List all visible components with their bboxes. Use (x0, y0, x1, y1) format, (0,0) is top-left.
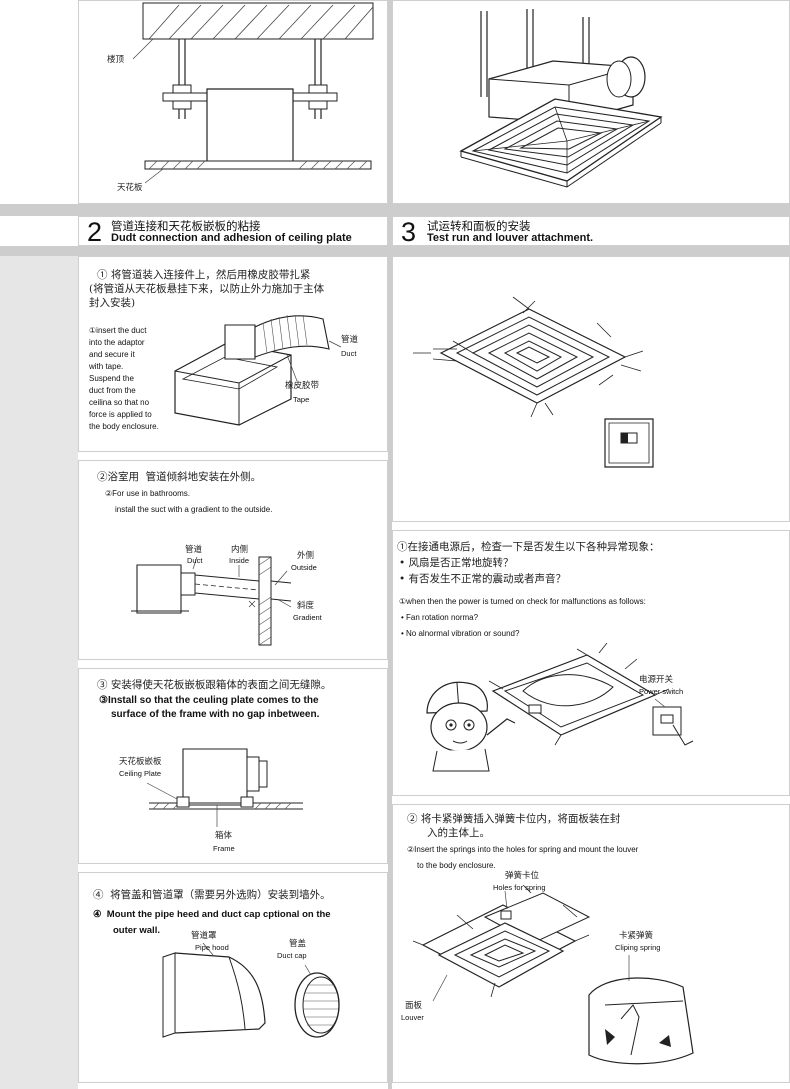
label-louver-cn: 面板 (405, 1001, 423, 1011)
springs-instruction-cn-1: ② 将卡紧弹簧插入弹簧卡位内，将面板装在封 (407, 813, 621, 825)
louver-test-panel (392, 256, 790, 522)
label-outside-cn: 外侧 (297, 551, 315, 561)
springs-panel: ② 将卡紧弹簧插入弹簧卡位内，将面板装在封 入的主体上。 ②Insert the… (392, 804, 790, 1083)
power-check-panel: ①在接通电源后，检查一下是否发生以下各种异常现象： • 风扇是否正常地旋转？ •… (392, 530, 790, 796)
duct-en-line: duct from the (89, 386, 136, 395)
label-plate-en: Ceiling Plate (119, 769, 162, 778)
check-instruction-en-2: • Fan rotation norma? (401, 613, 479, 622)
duct-en-line: into the adaptor (89, 338, 145, 347)
label-duct-cn: 管道 (341, 335, 359, 345)
louver-switch-illustration (393, 257, 790, 523)
springs-instruction-en-1: ②Insert the springs into the holes for s… (407, 845, 639, 854)
duct-instruction-cn-2: (将管道从天花板悬挂下来，以防止外力施加于主体 (89, 283, 325, 295)
label-tape-en: Tape (293, 395, 310, 404)
step3-title-cn: 试运转和面板的安装 (427, 219, 531, 233)
hood-instruction-en-1: ④ Mount the pipe heed and duct cap cptio… (93, 909, 331, 920)
springs-instruction-en-2: to the body enclosure. (417, 861, 496, 870)
duct-tape-illustration (79, 257, 389, 453)
duct-en-line: force is applied to (89, 410, 152, 419)
pipe-hood-illustration (79, 873, 389, 1084)
label-duct-en: Duct (341, 349, 357, 358)
label-ceiling-top: 楼顶 (107, 55, 125, 65)
label-clip-en: Cliping spring (615, 943, 661, 952)
step2-number: 2 (87, 217, 103, 247)
step2-title-cn: 管道连接和天花板嵌板的粘接 (111, 219, 261, 233)
duct-instruction-cn-3: 封入安装) (89, 297, 136, 309)
duct-en-line: ceilina so that no (89, 398, 150, 407)
label-hood-en: Pipe hood (195, 943, 229, 952)
label-bath-duct-en: Duct (187, 556, 203, 565)
label-outside-en: Outside (291, 563, 317, 572)
duct-connection-panel: ① 将管道装入连接件上，然后用橡皮胶带扎紧 (将管道从天花板悬挂下来，以防止外力… (78, 256, 388, 452)
hood-instruction-cn: ④ 将管盖和管道罩（需要另外选购）安装到墙外。 (93, 889, 331, 901)
label-gradient-en: Gradient (293, 613, 322, 622)
bathroom-gradient-panel: ②浴室用 管道倾斜地安装在外侧。 ②For use in bathrooms. … (78, 460, 388, 660)
label-frame-cn: 箱体 (215, 831, 233, 841)
label-inside-en: Inside (229, 556, 250, 565)
duct-en-line: and secure it (89, 350, 135, 359)
check-instruction-en-1: ①when then the power is turned on check … (399, 597, 646, 606)
label-bath-duct-cn: 管道 (185, 545, 203, 555)
plate-instruction-en-1: ③Install so that the ceuling plate comes… (99, 695, 319, 706)
fan-unit-illustration (393, 1, 790, 205)
check-instruction-cn-2: • 风扇是否正常地旋转？ (399, 557, 514, 569)
check-instruction-cn-1: ①在接通电源后，检查一下是否发生以下各种异常现象： (397, 541, 660, 553)
step3-title-en: Test run and louver attachment. (427, 232, 594, 244)
step2-header: 2 管道连接和天花板嵌板的粘接 Dudt connection and adhe… (78, 216, 388, 246)
separator-band-top (0, 204, 790, 216)
gradient-illustration (79, 461, 389, 661)
label-cap-en: Duct cap (277, 951, 307, 960)
separator-band-steps (0, 246, 790, 256)
label-clip-cn: 卡紧弹簧 (619, 931, 654, 941)
label-ceiling-board: 天花板 (117, 183, 143, 193)
label-holes-cn: 弹簧卡位 (505, 871, 540, 881)
label-inside-cn: 内侧 (231, 545, 249, 555)
label-frame-en: Frame (213, 844, 235, 853)
label-hood-cn: 管道罩 (191, 931, 217, 941)
label-plate-cn: 天花板嵌板 (119, 757, 162, 767)
step2-title-en: Dudt connection and adhesion of ceiling … (111, 232, 352, 244)
left-margin (0, 256, 78, 1089)
label-louver-en: Louver (401, 1013, 424, 1022)
label-switch-en: Power switch (639, 687, 684, 696)
ceiling-plate-illustration (79, 669, 389, 865)
label-gradient-cn: 斜度 (297, 601, 315, 611)
bathroom-instruction-en-2: install the suct with a gradient to the … (115, 505, 273, 514)
hood-instruction-en-2: outer wall. (113, 925, 160, 936)
label-switch-cn: 电源开关 (639, 675, 674, 685)
springs-instruction-cn-2: 入的主体上。 (427, 827, 490, 839)
column-gutter (388, 0, 392, 1089)
duct-en-line: ①insert the duct (89, 326, 147, 335)
step1-ceiling-diagram-panel: 楼顶 天花板 (78, 0, 388, 204)
ceiling-plate-panel: ③ 安装得使天花板嵌板跟箱体的表面之间无缝隙。 ③Install so that… (78, 668, 388, 864)
duct-en-line: Suspend the (89, 374, 134, 383)
duct-instruction-en: ①insert the duct into the adaptor and se… (89, 325, 159, 433)
pipe-hood-panel: ④ 将管盖和管道罩（需要另外选购）安装到墙外。 ④ Mount the pipe… (78, 872, 388, 1083)
duct-en-line: with tape. (89, 362, 124, 371)
plate-instruction-en-2: surface of the frame with no gap inbetwe… (111, 709, 320, 720)
duct-instruction-cn-1: ① 将管道装入连接件上，然后用橡皮胶带扎紧 (97, 269, 311, 281)
label-tape-cn: 橡皮胶带 (285, 381, 320, 391)
duct-en-line: the body enclosure. (89, 422, 159, 431)
step3-number: 3 (401, 217, 417, 247)
springs-illustration (393, 805, 790, 1084)
bathroom-instruction-en-1: ②For use in bathrooms. (105, 489, 190, 498)
ceiling-mount-illustration (79, 1, 389, 205)
check-instruction-en-3: • No alnormal vibration or sound? (401, 629, 520, 638)
step3-header: 3 试运转和面板的安装 Test run and louver attachme… (392, 216, 790, 246)
label-cap-cn: 管盖 (289, 939, 307, 949)
label-holes-en: Holes for spring (493, 883, 546, 892)
check-instruction-cn-3: • 有否发生不正常的震动或者声音？ (399, 573, 567, 585)
worker-check-illustration (393, 531, 790, 797)
bathroom-instruction-cn: ②浴室用 管道倾斜地安装在外侧。 (97, 471, 262, 483)
plate-instruction-cn: ③ 安装得使天花板嵌板跟箱体的表面之间无缝隙。 (97, 679, 332, 691)
step1-fan-unit-panel (392, 0, 790, 204)
